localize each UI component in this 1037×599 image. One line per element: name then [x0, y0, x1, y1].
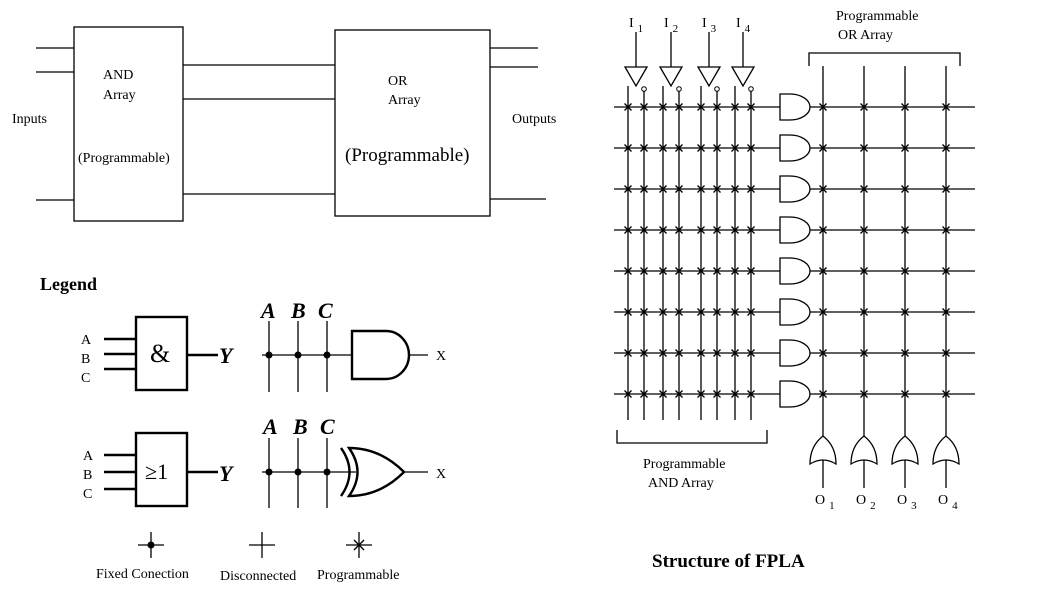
or-input-c: C [83, 487, 92, 502]
and-gate-2 [779, 134, 811, 162]
output-or-gate-4 [932, 435, 960, 466]
legend: Legend & A B C Y ≥1 A B C Y A B C [40, 274, 446, 584]
inputs-label: Inputs [12, 112, 47, 127]
and-gate-8 [779, 380, 811, 408]
bus2-label-b: B [292, 414, 308, 439]
input-buffer-3 [696, 66, 722, 88]
or-input-a: A [83, 449, 94, 464]
bus2-output-x: X [436, 467, 446, 482]
and-array-label: Programmable [643, 457, 725, 472]
and-input-a: A [81, 333, 92, 348]
programmable-label: Programmable [317, 568, 399, 583]
bus1-label-a: A [259, 298, 276, 323]
bus1-label-c: C [318, 298, 333, 323]
and-input-b: B [81, 352, 90, 367]
programmable-symbol [346, 532, 372, 558]
input-buffer-1 [623, 66, 649, 88]
and-array-bracket [616, 430, 768, 444]
and-array-title: AND [103, 68, 133, 83]
and-gate-6 [779, 298, 811, 326]
and-gate-4 [779, 216, 811, 244]
or-gate-box [134, 431, 189, 508]
and-gate-7 [779, 339, 811, 367]
bus2-label-c: C [320, 414, 335, 439]
outputs-label: Outputs [512, 112, 556, 127]
or-array-title: OR [388, 74, 408, 89]
or-input-b: B [83, 468, 92, 483]
or-array-block [334, 29, 491, 217]
input-buffer-2 [658, 66, 684, 88]
fixed-connection-label: Fixed Conection [96, 567, 189, 582]
bus1-output-x: X [436, 349, 446, 364]
input-buffer-4 [730, 66, 756, 88]
output-or-gate-1 [809, 435, 837, 466]
and-input-c: C [81, 371, 90, 386]
or-array-label: Programmable [836, 9, 918, 24]
output-or-gate-2 [850, 435, 878, 466]
and-gate-5 [779, 257, 811, 285]
output-or-gate-3 [891, 435, 919, 466]
fixed-connection-symbol [138, 532, 164, 558]
and-symbol: & [150, 339, 170, 368]
disconnected-symbol [249, 532, 275, 558]
disconnected-label: Disconnected [220, 569, 296, 584]
or-array-subtitle: (Programmable) [345, 145, 470, 166]
bus1-label-b: B [290, 298, 306, 323]
and-array-label-2: AND Array [648, 476, 714, 491]
and-gate-3 [779, 175, 811, 203]
or-symbol: ≥1 [145, 459, 168, 484]
fpla-title: Structure of FPLA [652, 551, 805, 572]
legend-or-gate [346, 446, 406, 498]
or-output-y: Y [219, 461, 235, 486]
or-array-bracket [808, 52, 961, 66]
and-array-block [73, 26, 184, 222]
or-array-label-2: OR Array [838, 28, 893, 43]
block-diagram: Inputs Outputs AND Array (Programmable) … [12, 26, 556, 222]
and-array-subtitle: (Programmable) [78, 151, 170, 166]
or-array-title-2: Array [388, 93, 421, 108]
and-output-y: Y [219, 343, 235, 368]
legend-and-gate [350, 329, 411, 381]
bus2-label-a: A [261, 414, 278, 439]
and-gate-1 [779, 93, 811, 121]
legend-title: Legend [40, 274, 97, 294]
and-array-title-2: Array [103, 88, 136, 103]
